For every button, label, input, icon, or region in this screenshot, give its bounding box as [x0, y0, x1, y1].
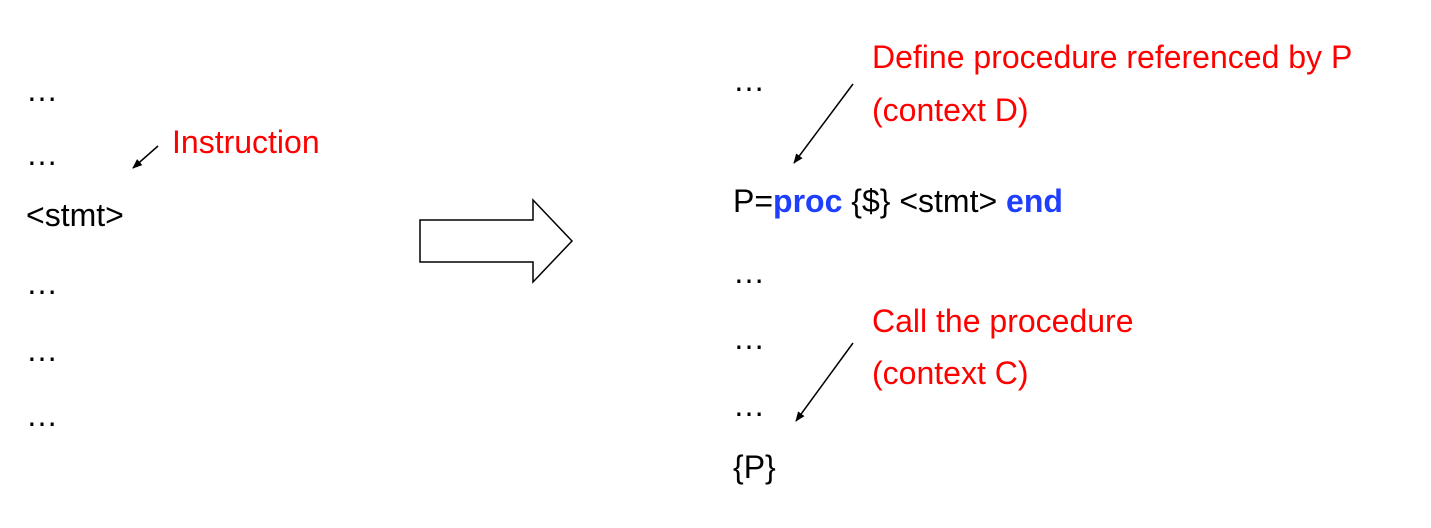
- define-pointer-arrow: [793, 83, 854, 164]
- transform-arrow-icon: [419, 198, 574, 284]
- call-pointer-arrow: [795, 342, 854, 422]
- left-line-2: …: [26, 136, 58, 172]
- procedure-definition: P=proc {$} <stmt> end: [733, 185, 1063, 217]
- right-line-3: …: [733, 254, 765, 290]
- end-keyword: end: [1006, 183, 1063, 219]
- instruction-pointer-arrow: [132, 145, 159, 169]
- right-line-1: …: [733, 62, 765, 98]
- call-annotation-line-2: (context C): [872, 355, 1029, 391]
- define-annotation-line-2: (context D): [872, 92, 1029, 128]
- instruction-annotation: Instruction: [172, 124, 320, 160]
- definition-middle: {$} <stmt>: [842, 183, 1007, 219]
- procedure-call: {P}: [733, 449, 776, 485]
- proc-keyword: proc: [773, 183, 843, 219]
- define-annotation-line-1: Define procedure referenced by P: [872, 39, 1353, 75]
- left-line-6: …: [26, 397, 58, 433]
- right-line-4: …: [733, 320, 765, 356]
- left-line-5: …: [26, 332, 58, 368]
- left-line-1: …: [26, 72, 58, 108]
- call-annotation-line-1: Call the procedure: [872, 303, 1134, 339]
- right-line-5: …: [733, 387, 765, 423]
- left-line-stmt: <stmt>: [26, 197, 124, 233]
- definition-prefix: P=: [733, 183, 774, 219]
- left-line-4: …: [26, 265, 58, 301]
